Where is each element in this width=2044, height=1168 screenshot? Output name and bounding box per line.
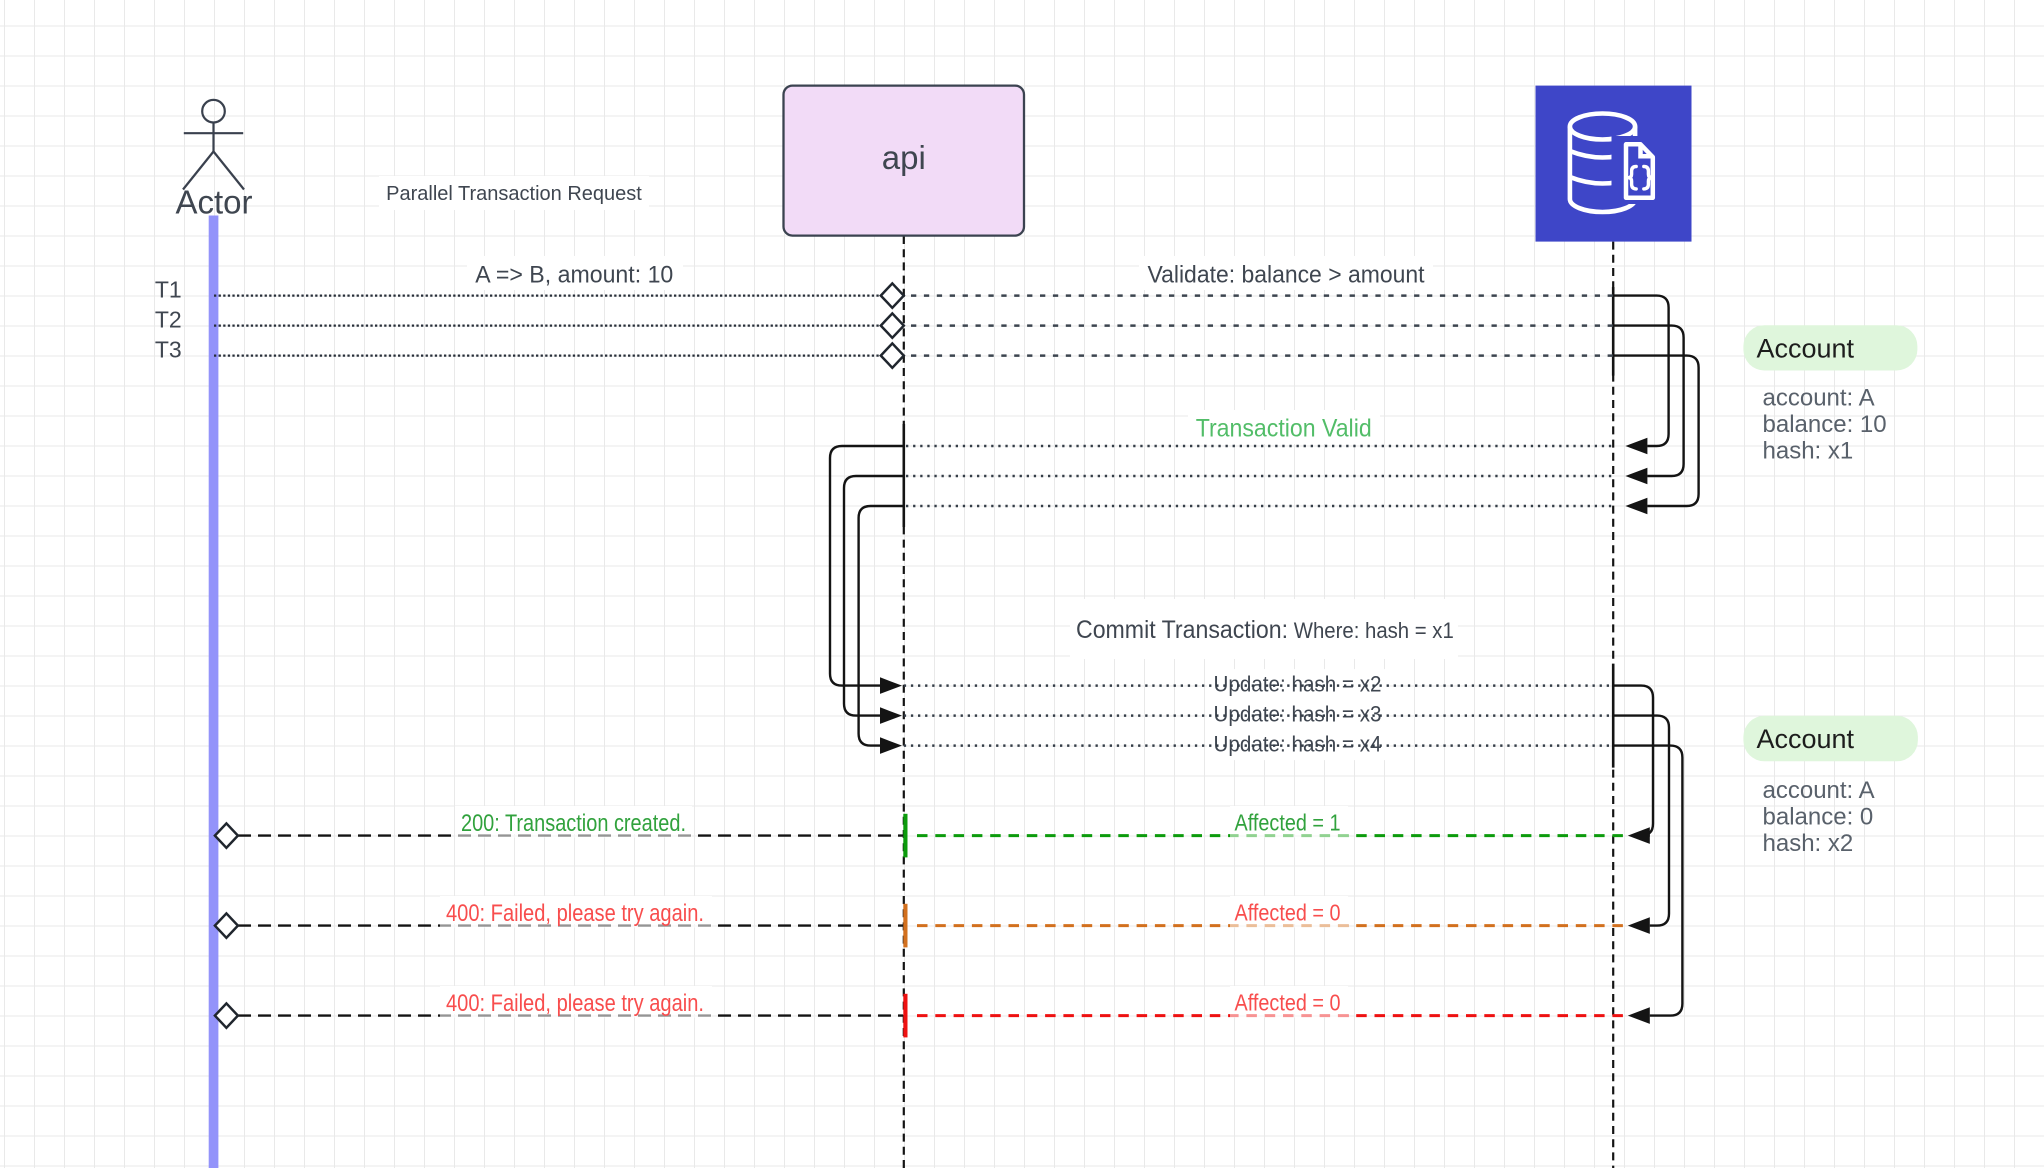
svg-text:Affected = 1: Affected = 1 <box>1235 809 1341 835</box>
svg-text:A => B, amount: 10: A => B, amount: 10 <box>475 261 673 288</box>
svg-text:Parallel Transaction Request: Parallel Transaction Request <box>386 183 642 205</box>
svg-text:Update: hash = x4: Update: hash = x4 <box>1214 731 1382 756</box>
svg-text:400: Failed, please try again.: 400: Failed, please try again. <box>446 990 704 1017</box>
svg-text:T2: T2 <box>155 307 182 333</box>
svg-text:Where: hash = x1: Where: hash = x1 <box>1294 618 1454 643</box>
svg-text:balance: 10: balance: 10 <box>1763 411 1887 438</box>
svg-text:Affected = 0: Affected = 0 <box>1235 989 1341 1015</box>
svg-text:Actor: Actor <box>175 184 252 221</box>
svg-text:balance: 0: balance: 0 <box>1763 804 1874 831</box>
svg-text:Account: Account <box>1757 724 1855 754</box>
svg-text:hash: x2: hash: x2 <box>1763 830 1854 857</box>
svg-text:T1: T1 <box>155 277 182 303</box>
svg-text:hash: x1: hash: x1 <box>1763 438 1854 465</box>
svg-text:Account: Account <box>1757 333 1855 363</box>
svg-text:account: A: account: A <box>1763 777 1875 804</box>
svg-text:Update: hash = x2: Update: hash = x2 <box>1214 671 1382 696</box>
svg-text:Update: hash = x3: Update: hash = x3 <box>1214 701 1382 726</box>
svg-text:Affected = 0: Affected = 0 <box>1235 899 1341 925</box>
svg-text:api: api <box>882 139 926 176</box>
svg-text:account: A: account: A <box>1763 385 1875 412</box>
svg-text:T3: T3 <box>155 337 182 363</box>
svg-text:Validate: balance > amount: Validate: balance > amount <box>1148 261 1425 288</box>
svg-text:200: Transaction created.: 200: Transaction created. <box>461 810 686 837</box>
svg-text:400: Failed, please try again.: 400: Failed, please try again. <box>446 900 704 927</box>
svg-text:Commit Transaction:: Commit Transaction: <box>1076 616 1288 644</box>
svg-text:Transaction Valid: Transaction Valid <box>1196 415 1372 443</box>
